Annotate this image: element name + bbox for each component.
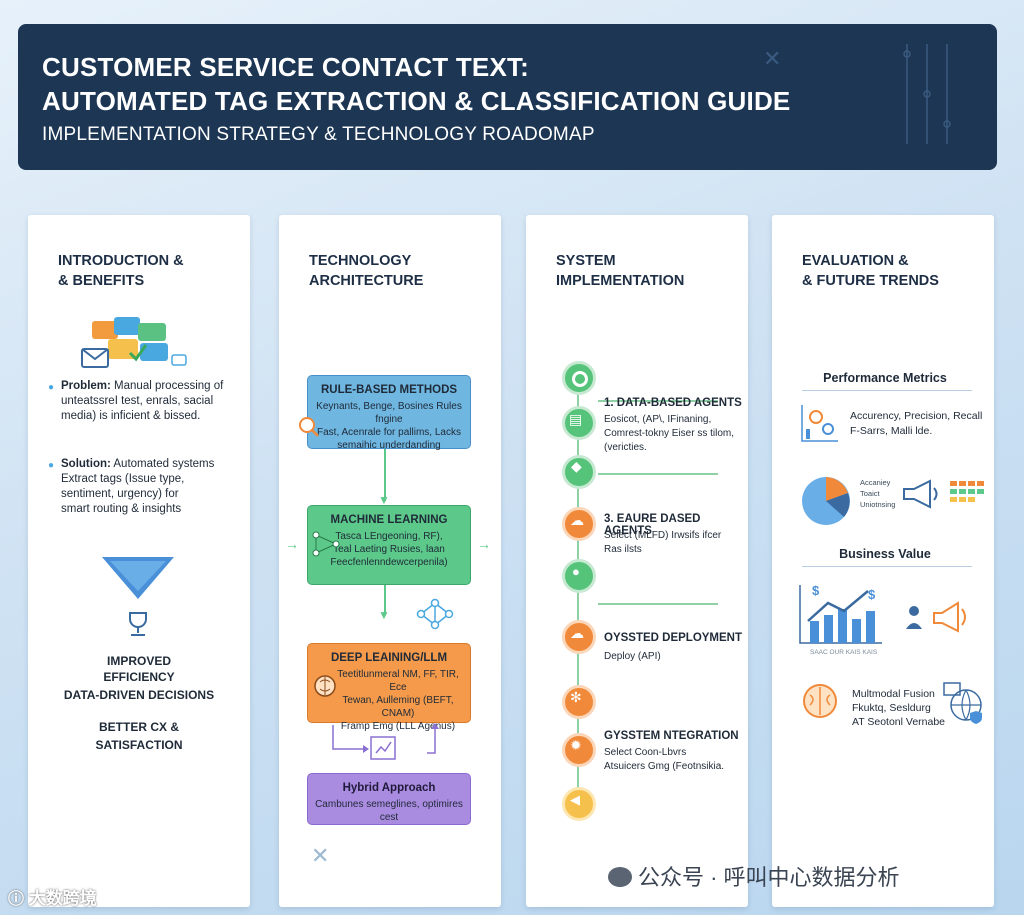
benefit-cx: BETTER CX &SATISFACTION bbox=[95, 720, 183, 752]
step1-desc: Eosicot, (AP\, IFinaning,Comrest-tokny E… bbox=[604, 414, 735, 453]
server-icon: ▤ bbox=[569, 411, 583, 427]
cloud-upload-icon: ☁ bbox=[570, 512, 584, 528]
user-megaphone-icon bbox=[906, 601, 966, 633]
x-decoration-icon: ✕ bbox=[311, 843, 330, 868]
timeline-node-4 bbox=[562, 507, 596, 541]
network-nodes-icon bbox=[416, 598, 454, 630]
card-title-introduction: INTRODUCTION && BENEFITS bbox=[58, 253, 184, 289]
connector-line bbox=[384, 585, 386, 615]
card-introduction: INTRODUCTION && BENEFITS ● Problem: Manu… bbox=[28, 215, 250, 907]
timeline-node-9 bbox=[562, 787, 596, 821]
magnifier-icon bbox=[299, 417, 319, 437]
arrow-down-icon: ▼ bbox=[378, 608, 390, 622]
gear-icon: ✹ bbox=[570, 737, 582, 753]
funnel-icon bbox=[102, 557, 174, 636]
svg-text:$: $ bbox=[868, 587, 876, 602]
machine-learning-desc: Tasca LEngeoning, RF),Teal Laeting Rusie… bbox=[330, 531, 448, 568]
timeline-divider bbox=[598, 473, 718, 475]
hybrid-approach-title: Hybrid Approach bbox=[342, 782, 436, 794]
card-evaluation: EVALUATION && FUTURE TRENDS Performance … bbox=[772, 215, 994, 907]
timeline-node-3 bbox=[562, 455, 596, 489]
timeline-node-2 bbox=[562, 406, 596, 440]
page-title-line2: AUTOMATED TAG EXTRACTION & CLASSIFICATIO… bbox=[42, 86, 791, 116]
grid-blocks-icon bbox=[950, 481, 984, 502]
network-nodes-icon bbox=[312, 531, 340, 557]
timeline-line bbox=[577, 375, 579, 815]
watermark-right: 公众号 · 呼叫中心数据分析 bbox=[608, 860, 900, 892]
header-banner: CUSTOMER SERVICE CONTACT TEXT: AUTOMATED… bbox=[18, 24, 997, 170]
brain-icon bbox=[314, 675, 336, 697]
timeline-node-7 bbox=[562, 685, 596, 719]
section-underline bbox=[802, 390, 972, 391]
performance-metrics-title: Performance Metrics bbox=[823, 371, 947, 385]
step4-title: OYSSTED DEPLOYMENT bbox=[604, 632, 743, 644]
step5-title: GYSSTEM NTEGRATION bbox=[604, 730, 739, 742]
timeline-node-5 bbox=[562, 559, 596, 593]
arrow-right-icon: → bbox=[477, 536, 491, 552]
growth-chart-caption: SAAC OUR KAIS KAIS bbox=[810, 649, 878, 656]
arrow-down-icon: ▼ bbox=[378, 493, 390, 507]
svg-text:$: $ bbox=[812, 583, 820, 598]
business-value-title: Business Value bbox=[839, 547, 931, 561]
hybrid-approach-box: Hybrid Approach Cambunes semeglines, opt… bbox=[307, 773, 471, 825]
ring-icon bbox=[572, 371, 588, 387]
connector-arrows-icon bbox=[332, 723, 439, 760]
gears-icon: ✻ bbox=[570, 689, 582, 705]
pie-chart-icon bbox=[802, 477, 850, 525]
machine-learning-title: MACHINE LEARNING bbox=[330, 514, 448, 526]
lightbulb-icon: ● bbox=[572, 564, 580, 579]
growth-chart-icon: $ $ bbox=[799, 583, 882, 644]
timeline-divider bbox=[598, 603, 718, 605]
deep-learning-title: DEEP LEAINING/LLM bbox=[330, 652, 448, 664]
benefit-data-driven: DATA-DRIVEN DECISIONS bbox=[63, 688, 215, 702]
x-decoration-icon: ✕ bbox=[763, 46, 782, 71]
bullet-dot-icon: ● bbox=[48, 460, 55, 471]
page-subtitle: IMPLEMENTATION STRATEGY & TECHNOLOGY ROA… bbox=[42, 124, 595, 145]
cloud-icon: ☁ bbox=[570, 625, 584, 641]
chat-bubbles-icon bbox=[81, 317, 187, 368]
rule-based-title: RULE-BASED METHODS bbox=[320, 384, 458, 396]
chart-gears-icon bbox=[801, 405, 838, 442]
bullet-dot-icon: ● bbox=[48, 382, 55, 393]
chat-icon: ◆ bbox=[571, 458, 582, 474]
step1-title: 1. DATA-BASED AGENTS bbox=[604, 397, 742, 409]
step4-desc: Deploy (API) bbox=[604, 651, 661, 662]
timeline-node-8 bbox=[562, 733, 596, 767]
timeline-node-6 bbox=[562, 620, 596, 654]
globe-shield-icon bbox=[943, 682, 982, 724]
wechat-icon bbox=[608, 867, 632, 887]
problem-text: Problem: Manual processing of unteatssre… bbox=[61, 380, 224, 422]
solution-text: Solution: Automated systems Extract tags… bbox=[61, 458, 215, 515]
step3-title: 3. EAURE DASED AGENTS bbox=[604, 513, 701, 537]
megaphone-icon bbox=[903, 479, 938, 509]
circuit-decoration-icon bbox=[903, 44, 951, 144]
brain-circuit-icon bbox=[803, 684, 837, 718]
timeline-divider bbox=[598, 400, 718, 402]
hybrid-approach-desc: Cambunes semeglines, optimires cest bbox=[315, 799, 463, 823]
watermark-logo-icon: ⓘ bbox=[8, 891, 25, 908]
rule-based-box: RULE-BASED METHODS Keynants, Benge, Bosi… bbox=[307, 375, 471, 451]
section-underline bbox=[802, 566, 972, 567]
watermark-left: ⓘ 大数跨境 bbox=[8, 889, 97, 908]
arrow-right-icon: → bbox=[285, 536, 299, 552]
card-title-evaluation: EVALUATION && FUTURE TRENDS bbox=[802, 253, 939, 289]
connector-line bbox=[384, 449, 386, 501]
page-title-line1: CUSTOMER SERVICE CONTACT TEXT: bbox=[42, 52, 530, 82]
megaphone-icon: ◀ bbox=[570, 792, 580, 807]
